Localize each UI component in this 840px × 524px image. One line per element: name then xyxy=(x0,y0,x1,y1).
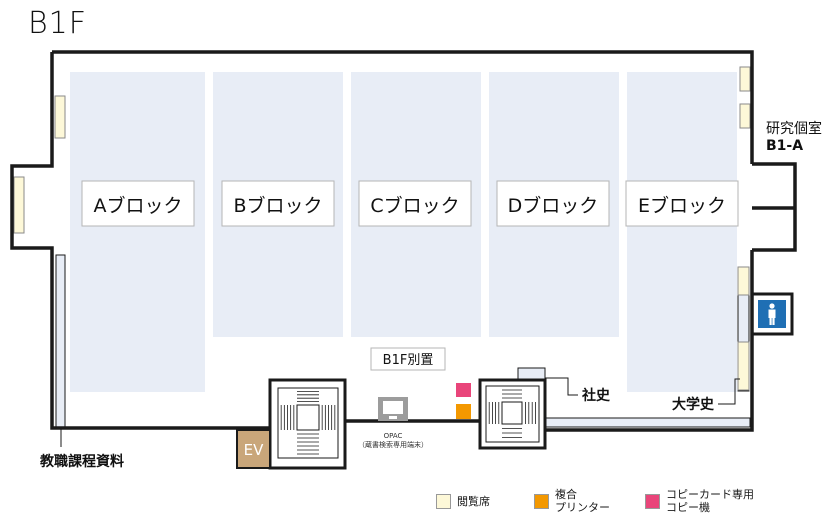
stair-outline xyxy=(268,378,347,470)
reading-seat xyxy=(737,266,750,296)
stair-inner xyxy=(485,385,540,443)
restroom-icon xyxy=(758,300,786,328)
computer-terminal-icon xyxy=(378,397,408,421)
block-label-b: Bブロック xyxy=(233,194,322,217)
restroom-box xyxy=(750,292,794,336)
legend-swatch xyxy=(436,494,451,509)
outer-wall xyxy=(10,52,270,430)
company-history-label: 社史 xyxy=(581,387,611,404)
legend-swatch xyxy=(534,493,549,509)
shelf-areas xyxy=(55,72,751,428)
legend-item-printer: 複合 プリンター xyxy=(534,488,610,514)
elevator-label: EV xyxy=(244,441,264,459)
stair-shelf xyxy=(517,367,546,381)
staircase-right xyxy=(478,378,547,450)
study-room-label: 研究個室 xyxy=(766,120,822,137)
university-history-label: 大学史 xyxy=(672,396,715,413)
copy-machine-marker xyxy=(456,383,471,397)
reading-seats xyxy=(13,66,751,391)
reading-seat xyxy=(739,103,751,129)
reading-seat xyxy=(737,341,750,391)
reading-seat xyxy=(13,176,25,234)
block-label-box-a xyxy=(81,180,195,227)
block-labels: Aブロック Bブロック Cブロック Dブロック Eブロック xyxy=(81,180,739,227)
block-label-box-c xyxy=(358,180,472,227)
legend-item-copy-machine: コピーカード専用 コピー機 xyxy=(645,488,754,514)
block-label-box-b xyxy=(221,180,335,227)
annex-label: B1F別置 xyxy=(383,353,434,368)
shelf-area-e xyxy=(627,72,737,392)
stair-landing xyxy=(501,401,523,425)
leader-lines xyxy=(60,377,740,447)
stair-landing xyxy=(296,404,320,431)
study-room-number: B1-A xyxy=(766,138,803,154)
block-label-d: Dブロック xyxy=(508,194,599,217)
stair-outline xyxy=(478,378,547,450)
outer-wall xyxy=(52,50,754,164)
legend-label: 閲覧席 xyxy=(457,495,490,508)
block-label-box-d xyxy=(496,180,610,227)
stair-inner xyxy=(277,387,339,459)
legend-swatch xyxy=(645,493,660,509)
walls xyxy=(10,50,797,432)
opac-label: OPAC xyxy=(384,432,403,440)
company-history-shelf xyxy=(544,417,751,428)
reading-seat xyxy=(739,66,751,92)
reading-seat xyxy=(54,95,66,139)
block-label-a: Aブロック xyxy=(94,194,183,217)
staircase-left xyxy=(268,378,347,470)
teacher-materials-shelf xyxy=(55,254,66,428)
annex-label-box xyxy=(370,347,446,371)
shelf-area-a xyxy=(70,72,205,392)
printer-marker xyxy=(456,404,471,419)
floor-title: B1F xyxy=(28,6,87,41)
block-label-box-e xyxy=(625,180,739,227)
teacher-materials-label: 教職課程資料 xyxy=(40,453,124,470)
block-label-e: Eブロック xyxy=(638,194,726,217)
block-label-c: Cブロック xyxy=(370,194,459,217)
legend-item-reading-seat: 閲覧席 xyxy=(436,494,490,509)
opac-sublabel: （蔵書検索専用端末） xyxy=(358,440,428,449)
legend-label: 複合 プリンター xyxy=(555,488,610,514)
elevator-box xyxy=(236,429,271,469)
legend-label: コピーカード専用 コピー機 xyxy=(666,488,754,514)
